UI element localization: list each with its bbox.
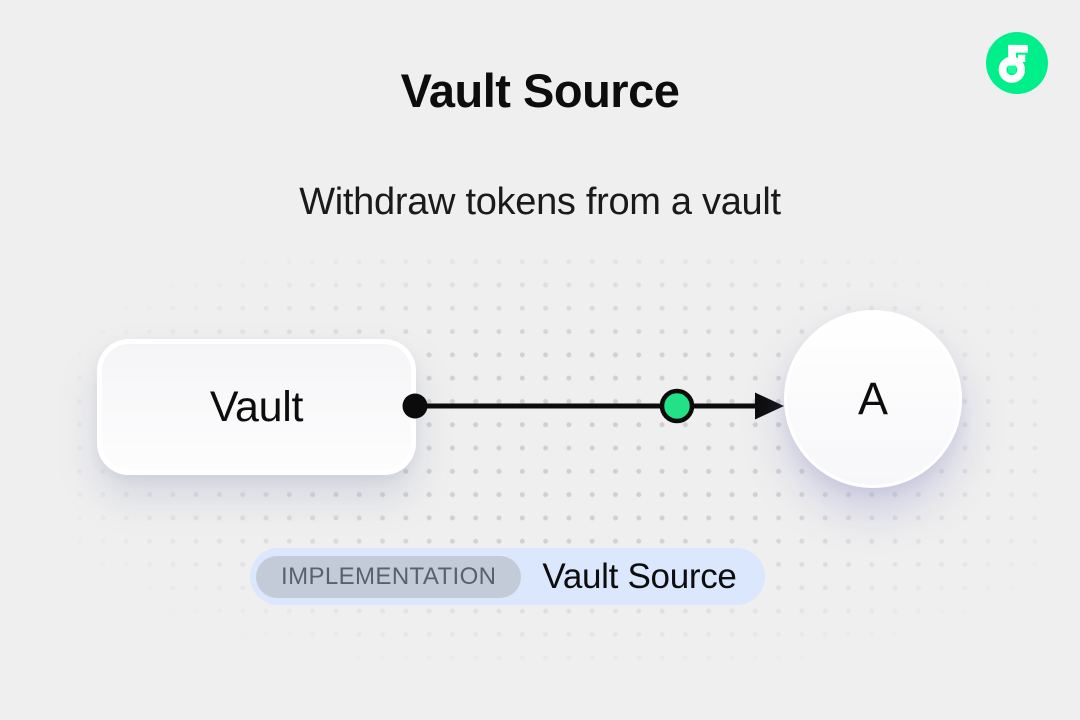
vault-node-label: Vault (209, 382, 304, 431)
arrowhead-icon (755, 392, 784, 420)
token-marker (659, 388, 695, 424)
implementation-tag: IMPLEMENTATION (256, 555, 522, 598)
flow-logo-icon (986, 32, 1048, 94)
connector-start-dot (402, 393, 428, 419)
page-title: Vault Source (400, 64, 680, 117)
vault-node: Vault (97, 339, 416, 475)
implementation-badge: IMPLEMENTATION Vault Source (250, 548, 765, 605)
target-node-label: A (857, 373, 888, 424)
target-node-a: A (784, 310, 962, 488)
badge-label: Vault Source (542, 556, 737, 596)
page-subtitle: Withdraw tokens from a vault (299, 181, 781, 223)
connector-arrow (402, 388, 784, 424)
